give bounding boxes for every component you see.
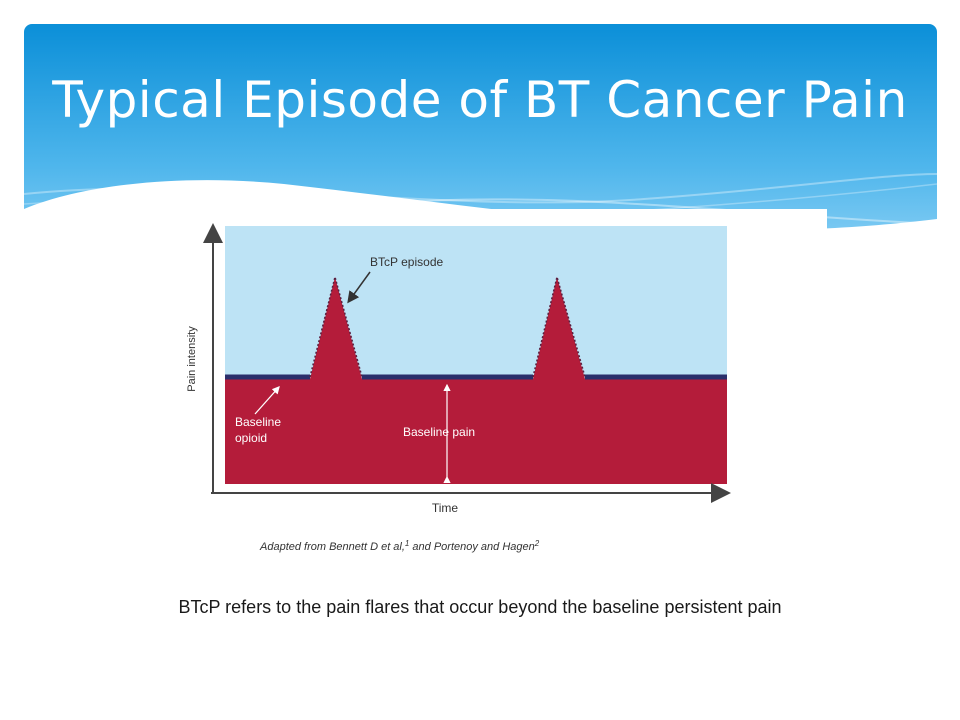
baseline-opioid-label: Baseline opioid (235, 415, 284, 445)
pain-diagram-figure: Pain intensity Time BTcP episode Baselin… (155, 209, 827, 559)
y-axis-label: Pain intensity (186, 326, 198, 392)
pain-diagram: Pain intensity Time BTcP episode Baselin… (186, 223, 731, 554)
pain-area (225, 277, 727, 484)
baseline-pain-label: Baseline pain (403, 425, 475, 439)
baseline-opioid-pointer (254, 386, 280, 415)
x-axis-label: Time (432, 501, 459, 515)
episode-label: BTcP episode (370, 255, 443, 269)
source-note: Adapted from Bennett D et al,1 and Porte… (259, 539, 540, 554)
slide-title: Typical Episode of BT Cancer Pain (52, 71, 908, 129)
slide-caption: BTcP refers to the pain flares that occu… (178, 597, 782, 617)
episode-pointer (347, 271, 371, 304)
